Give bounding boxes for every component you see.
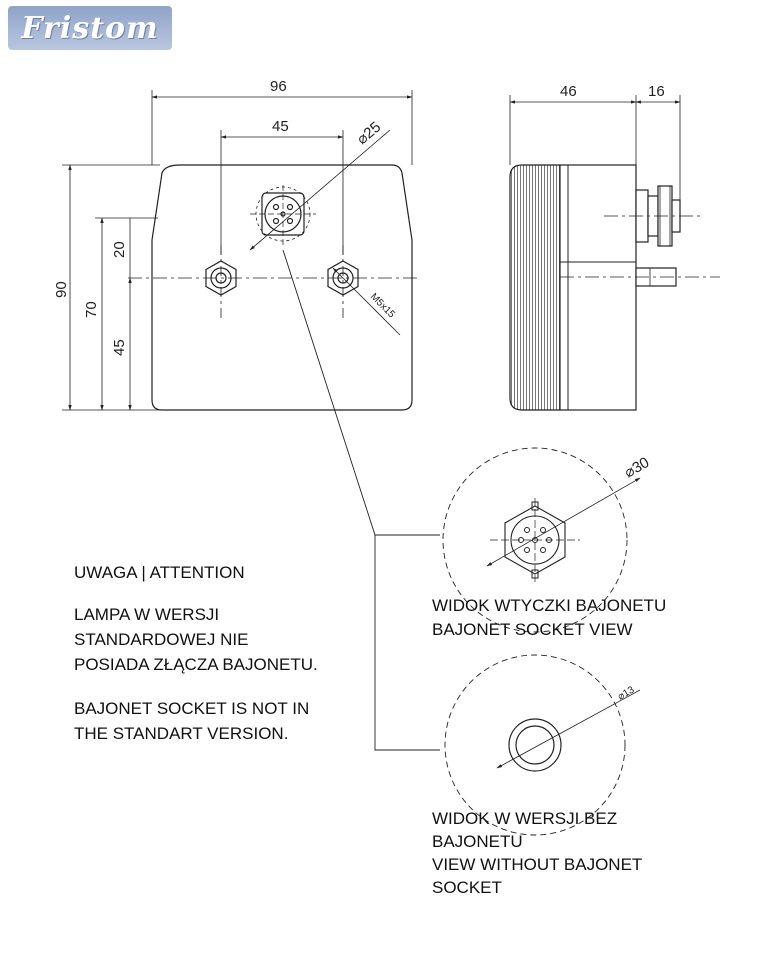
dim-socket-view-30: ⌀30: [622, 454, 653, 482]
dim-height-45: 45: [111, 339, 128, 356]
dim-thread: M5x15: [368, 291, 397, 320]
side-dimensions: [509, 95, 681, 200]
dim-height-90: 90: [53, 281, 70, 298]
brand-logo-text: Fristom: [21, 10, 159, 46]
note-polish-line-2: STANDARDOWEJ NIE: [74, 630, 249, 649]
front-dimensions: [62, 90, 413, 411]
bolt-right: [327, 260, 359, 296]
dim-plug-16: 16: [648, 83, 665, 100]
socket-view-caption-en: BAJONET SOCKET VIEW: [432, 620, 633, 639]
dim-diameter-25: ⌀25: [354, 119, 385, 149]
note-english-line-2: THE STANDART VERSION.: [74, 724, 289, 743]
note-english-line-1: BAJONET SOCKET IS NOT IN: [74, 699, 310, 718]
note-polish-line-1: LAMPA W WERSJI: [74, 605, 220, 624]
front-dimension-labels: 96 45 ⌀25 90 70 45 20 M5x15: [53, 78, 397, 356]
no-socket-caption-1: WIDOK W WERSJI BEZ: [432, 809, 618, 828]
dim-width-96: 96: [270, 78, 287, 95]
brand-logo: Fristom: [8, 6, 172, 50]
bolt-left: [205, 260, 237, 296]
side-centerlines: [560, 215, 720, 278]
side-view: [509, 164, 681, 411]
no-socket-caption-2: BAJONETU: [432, 832, 523, 851]
front-view: [128, 164, 440, 751]
socket-view-caption-pl: WIDOK WTYCZKI BAJONETU: [432, 596, 667, 615]
no-socket-caption-4: SOCKET: [432, 878, 502, 897]
dim-hole-13: ⌀13: [616, 684, 637, 702]
dim-height-70: 70: [83, 301, 100, 318]
note-heading: UWAGA | ATTENTION: [74, 563, 245, 582]
dim-offset-20: 20: [111, 241, 128, 258]
side-dimension-labels: 46 16: [560, 83, 665, 100]
detail-socket-view: [442, 447, 641, 633]
lamp-housing-side: [559, 164, 637, 411]
bayonet-socket-front: [250, 185, 316, 245]
dim-spacing-45: 45: [272, 118, 289, 135]
lamp-front-outline: [151, 164, 413, 411]
dim-depth-46: 46: [560, 83, 577, 100]
leader-line-lower: [374, 535, 440, 751]
detail-no-socket-view: [444, 654, 641, 836]
leader-line: [282, 249, 440, 536]
no-socket-caption-3: VIEW WITHOUT BAJONET: [432, 855, 643, 874]
note-polish-line-3: POSIADA ZŁĄCZA BAJONETU.: [74, 655, 318, 674]
ribbed-lens: [509, 164, 561, 411]
